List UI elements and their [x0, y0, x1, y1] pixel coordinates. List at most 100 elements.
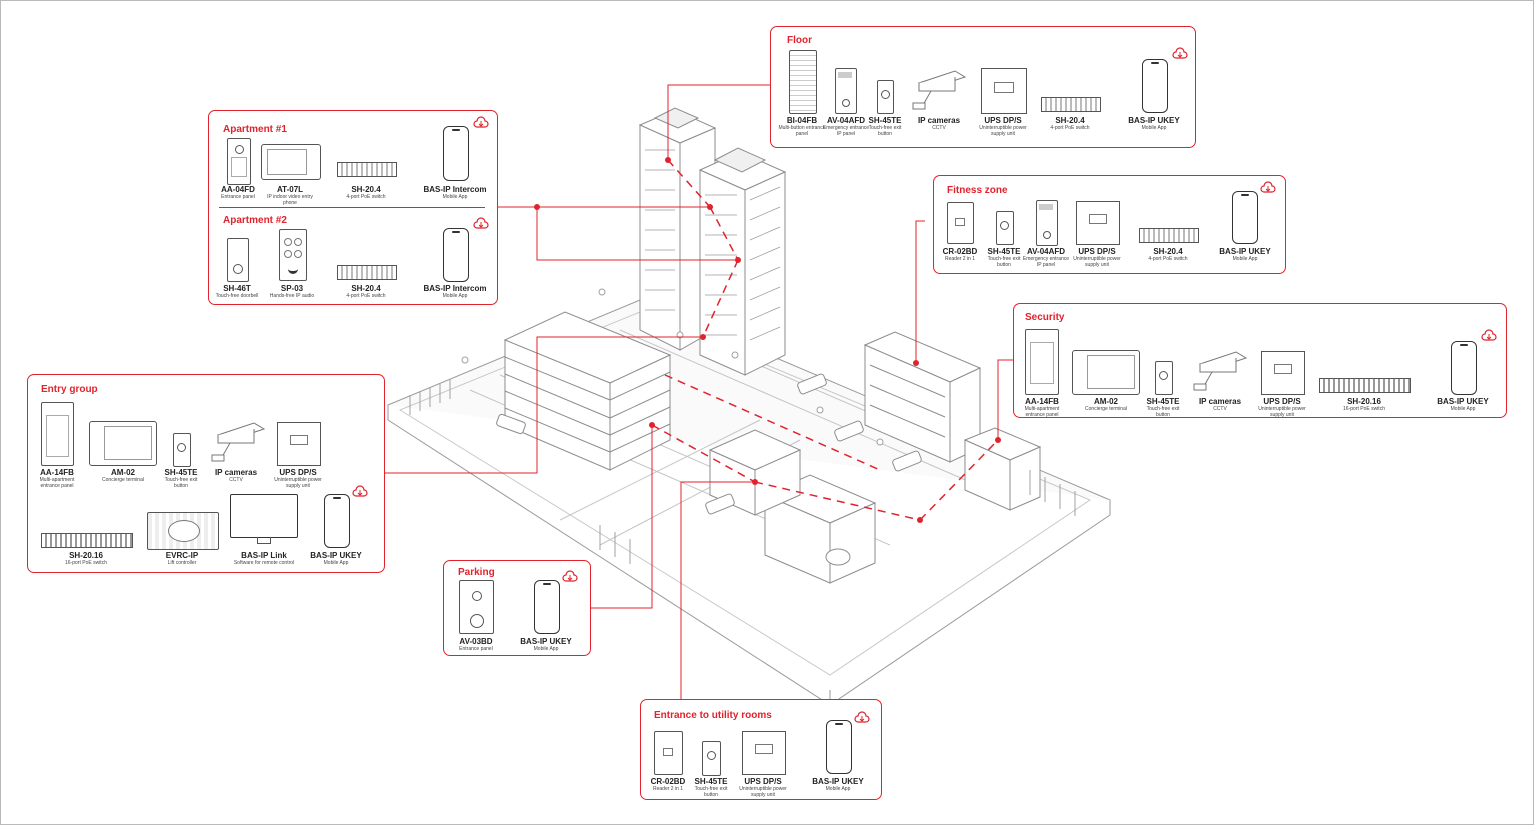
dashed-routes [651, 159, 999, 521]
device-name: IP cameras [917, 116, 961, 125]
cloud-icon [473, 217, 489, 229]
audio-panel-icon [279, 229, 307, 281]
device-desc: CCTV [1213, 406, 1227, 412]
ups-icon [981, 68, 1027, 114]
device-name: BAS-IP UKEY [812, 777, 864, 786]
apartment-divider [219, 207, 485, 208]
device-name: BAS-IP UKEY [1219, 247, 1271, 256]
device-desc: Mobile App [1232, 256, 1258, 262]
camera-icon [211, 422, 266, 462]
concierge-terminal-icon [1072, 350, 1140, 395]
device-desc: Emergency entrance IP panel [1022, 256, 1070, 268]
device-name: BAS-IP UKEY [520, 637, 572, 646]
phone-icon [443, 228, 469, 282]
switch-icon [1139, 228, 1199, 243]
device-desc: Emergency entrance IP panel [822, 125, 870, 137]
utility-title: Entrance to utility rooms [654, 710, 772, 721]
entrance-panel-icon [459, 580, 494, 634]
ups-icon [742, 731, 786, 775]
tower-windows [645, 149, 781, 341]
camera-icon [912, 70, 967, 110]
multibutton-panel-icon [789, 50, 817, 114]
phone-icon [534, 580, 560, 634]
device-name: SH-20.4 [351, 284, 381, 293]
device-name: SH-20.4 [1055, 116, 1085, 125]
doorbell-icon [227, 238, 249, 282]
device-desc: Lift controller [167, 560, 197, 566]
device-name: UPS DP/S [1078, 247, 1116, 256]
device-name: BAS-IP Intercom [423, 185, 487, 194]
device-desc: Touch-free exit button [1146, 406, 1180, 418]
device-name: AT-07L [276, 185, 304, 194]
device-desc: Reader 2 in 1 [652, 786, 684, 792]
device-desc: Hands-free IP audio [269, 293, 315, 299]
entrance-panel-icon [227, 138, 251, 185]
device-desc: Touch-free exit button [694, 786, 728, 798]
ups-icon [1076, 201, 1120, 245]
device-desc: Touch-free exit button [987, 256, 1021, 268]
exit-button-icon [996, 211, 1014, 245]
device-name: BI-04FB [786, 116, 818, 125]
device-name: BAS-IP Link [241, 551, 287, 560]
device-desc: Multi-button entrance panel [778, 125, 826, 137]
phone-icon [324, 494, 350, 548]
multi-apartment-panel-icon [41, 402, 74, 466]
cloud-icon [1172, 47, 1188, 59]
device-desc: Mobile App [825, 786, 851, 792]
ups-icon [277, 422, 321, 466]
device-name: SH-45TE [164, 468, 198, 477]
connection-dots [534, 157, 1001, 523]
phone-icon [1232, 191, 1258, 244]
device-desc: Uninterruptible power supply unit [1073, 256, 1121, 268]
device-desc: Uninterruptible power supply unit [739, 786, 787, 798]
device-name: BAS-IP UKEY [310, 551, 362, 560]
camera-icon [1193, 351, 1248, 391]
exit-button-icon [173, 433, 191, 467]
switch-icon [1319, 378, 1411, 393]
monitor-icon [261, 144, 321, 180]
cloud-icon [473, 116, 489, 128]
device-name: SP-03 [280, 284, 304, 293]
device-desc: Mobile App [323, 560, 349, 566]
device-desc: 4-port PoE switch [346, 194, 386, 200]
security-building [963, 427, 1042, 511]
device-desc: Mobile App [1141, 125, 1167, 131]
device-desc: 4-port PoE switch [346, 293, 386, 299]
floor-title: Floor [787, 35, 812, 46]
phone-icon [826, 720, 852, 774]
device-desc: CCTV [229, 477, 243, 483]
device-name: BAS-IP UKEY [1128, 116, 1180, 125]
reader-icon [654, 731, 683, 775]
device-desc: Entrance panel [459, 646, 493, 652]
device-name: SH-45TE [1146, 397, 1180, 406]
device-desc: Entrance panel [221, 194, 255, 200]
device-desc: IP indoor video entry phone [267, 194, 313, 206]
exit-button-icon [1155, 361, 1173, 395]
device-desc: Concierge terminal [102, 477, 144, 483]
device-desc: Uninterruptible power supply unit [1258, 406, 1306, 418]
cloud-icon [1481, 329, 1497, 341]
device-name: SH-45TE [694, 777, 728, 786]
device-desc: Multi-apartment entrance panel [39, 477, 75, 489]
parking-garage [503, 311, 672, 471]
exit-button-icon [702, 741, 721, 776]
multi-apartment-panel-icon [1025, 329, 1059, 395]
device-name: AV-04AFD [1026, 247, 1066, 256]
device-name: SH-46T [223, 284, 251, 293]
device-name: AM-02 [1093, 397, 1118, 406]
switch-icon [337, 162, 397, 177]
display-icon [230, 494, 298, 544]
connector-lines [385, 84, 1013, 699]
device-name: CR-02BD [942, 247, 978, 256]
concierge-terminal-icon [89, 421, 157, 466]
tower-right [698, 147, 787, 376]
device-desc: Mobile App [1450, 406, 1476, 412]
device-desc: Touch-free exit button [164, 477, 198, 489]
device-name: AA-04FD [221, 185, 255, 194]
entry-title: Entry group [41, 384, 98, 395]
